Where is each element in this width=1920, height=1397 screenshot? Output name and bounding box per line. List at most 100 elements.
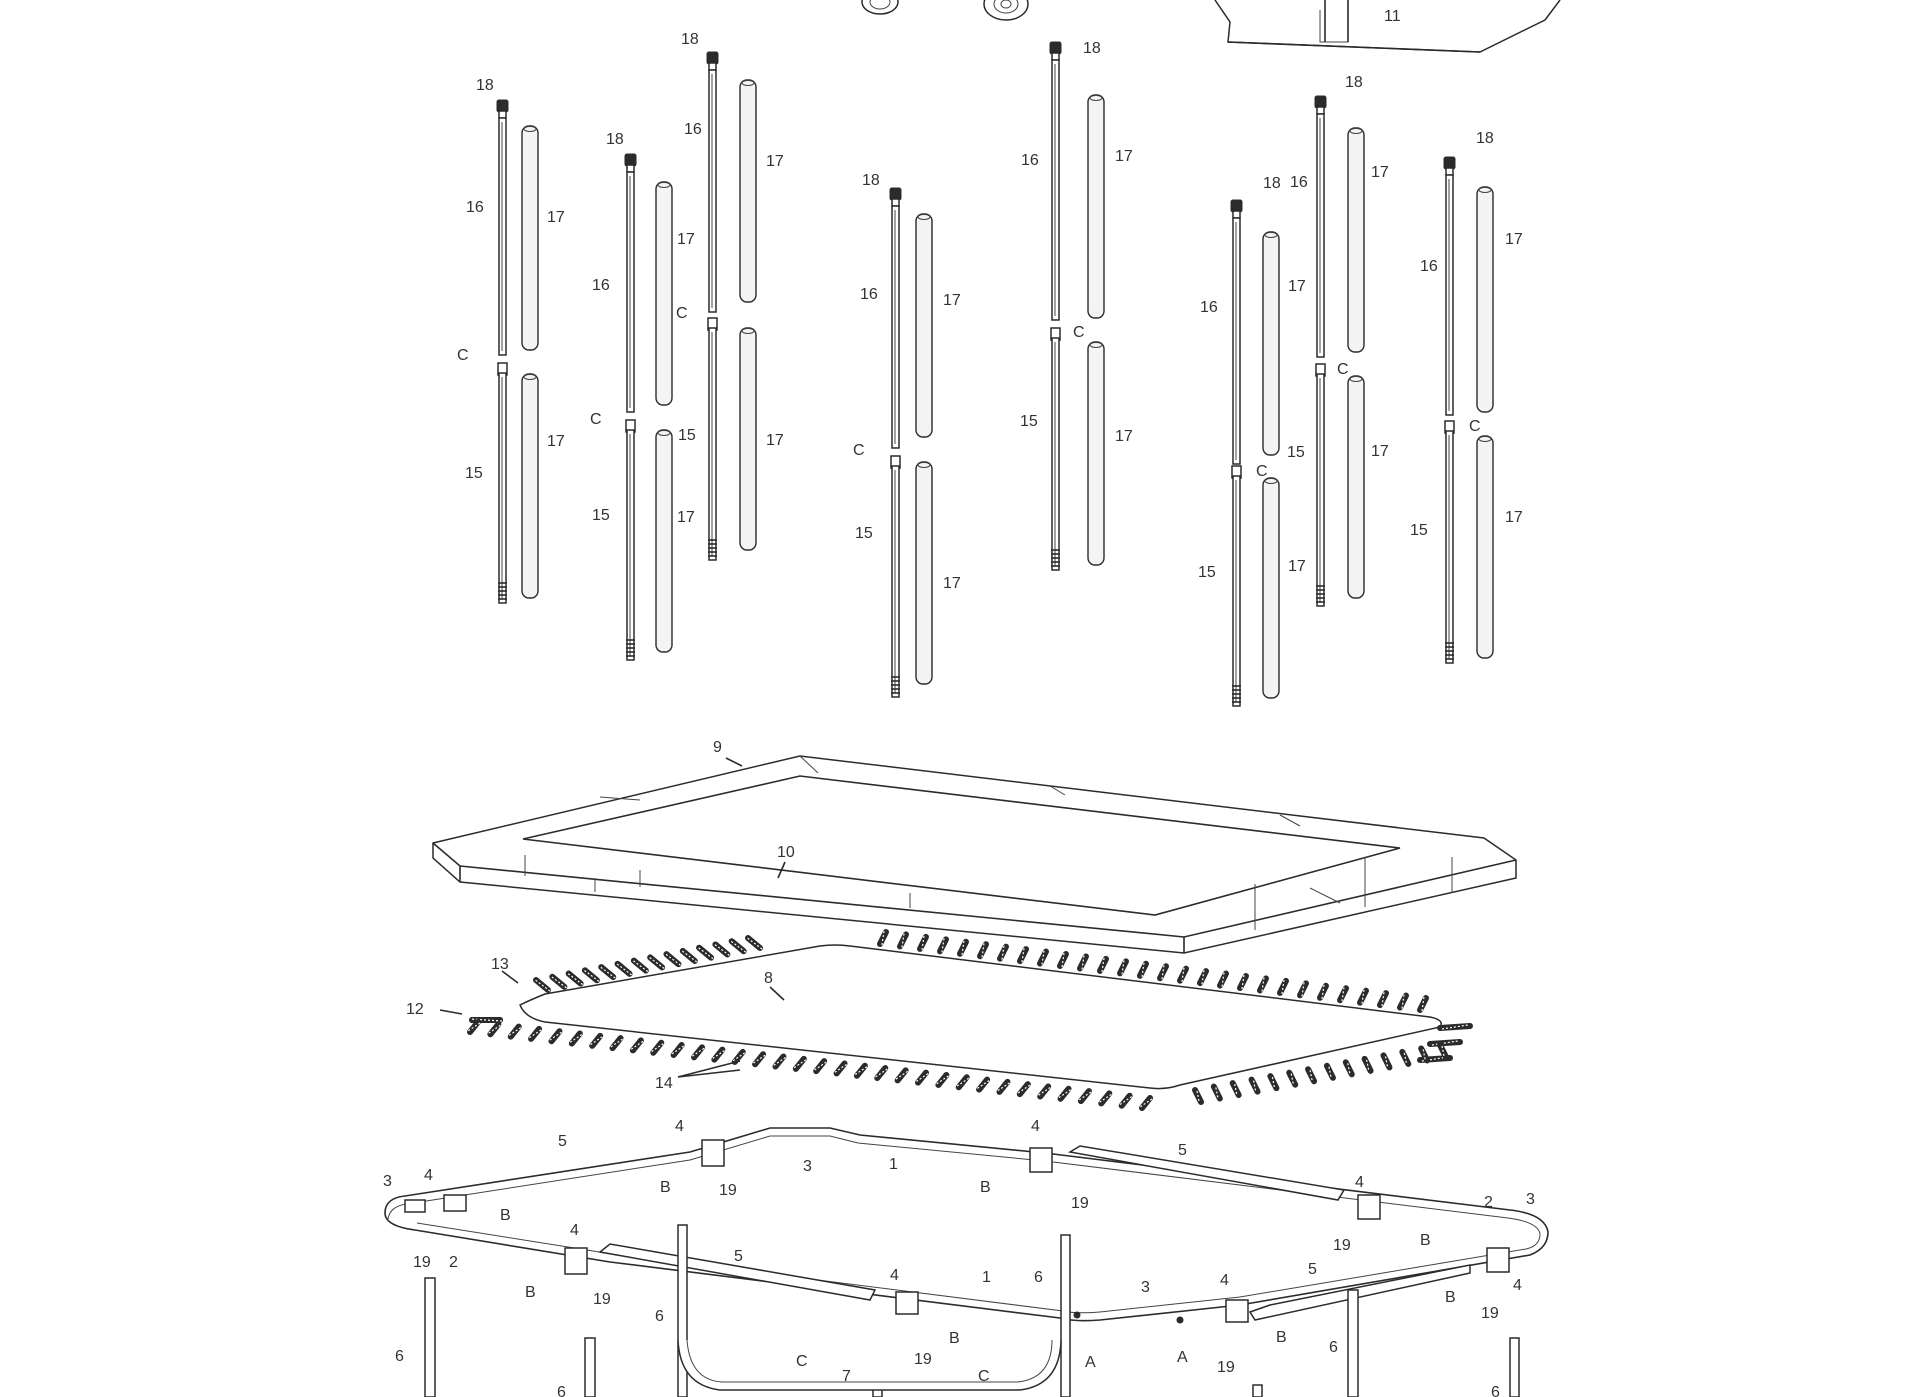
part-label: 16 (684, 121, 702, 138)
spring (996, 1078, 1011, 1095)
spring (1077, 1088, 1092, 1105)
part-label: 18 (1263, 175, 1281, 192)
part-label: 15 (592, 507, 610, 524)
part-label: 15 (465, 465, 483, 482)
part-label: 6 (655, 1308, 664, 1325)
spring (568, 1030, 583, 1047)
pole-thread (1316, 585, 1325, 603)
pole-thread (1051, 549, 1060, 567)
pole-thread (708, 539, 717, 557)
part-label: 17 (547, 433, 565, 450)
part-label: 15 (1287, 444, 1305, 461)
spring (1017, 946, 1029, 965)
part-label: 3 (1526, 1191, 1535, 1208)
part-label: 4 (675, 1118, 684, 1135)
part-label: 5 (558, 1133, 567, 1150)
spring (589, 1032, 604, 1049)
spring (1139, 1095, 1153, 1111)
spring (1197, 968, 1209, 987)
spring (1037, 948, 1049, 967)
part-label: B (1276, 1329, 1287, 1346)
part-label: 15 (678, 427, 696, 444)
pole-foam-upper (739, 79, 757, 303)
part-label: B (1445, 1289, 1456, 1306)
springs-top-left (533, 935, 763, 993)
part-label: 3 (803, 1158, 812, 1175)
spring (813, 1058, 828, 1075)
part-label: 15 (1410, 522, 1428, 539)
part-label: A (1085, 1354, 1096, 1371)
spring (877, 929, 889, 947)
part-label: 4 (890, 1267, 899, 1284)
part-label: 6 (557, 1384, 566, 1397)
part-label: 6 (395, 1348, 404, 1365)
spring (1137, 960, 1149, 979)
enclosure-poles-group (496, 41, 1494, 707)
spring (711, 1046, 726, 1063)
spring (731, 1048, 746, 1065)
pole-thread (498, 582, 507, 600)
spring (874, 1065, 889, 1082)
part-label: 15 (1198, 564, 1216, 581)
spring (1257, 975, 1269, 994)
part-label: 11 (1384, 8, 1401, 25)
part-label: C (676, 305, 688, 322)
spring (955, 1074, 970, 1091)
part-label: 18 (476, 77, 494, 94)
part-label: 5 (1178, 1142, 1187, 1159)
part-label: B (1420, 1232, 1431, 1249)
spring (1057, 951, 1069, 969)
part-label: C (1469, 418, 1481, 435)
part-label: 1 (982, 1269, 991, 1286)
pole-column (706, 51, 757, 561)
pole-foam-lower (915, 461, 933, 685)
part-label: 19 (1481, 1305, 1499, 1322)
storage-bag-part-11 (1214, 0, 1561, 53)
pole-cap (624, 153, 637, 173)
part-label: C (796, 1353, 808, 1370)
part-label: C (1256, 463, 1268, 480)
spring (1397, 992, 1409, 1011)
springs-bottom-left (467, 1019, 1153, 1111)
spring (1357, 987, 1369, 1006)
pole-cap (1443, 156, 1456, 176)
leader-lines (439, 757, 786, 1078)
part-label: 18 (862, 172, 880, 189)
part-label: 19 (914, 1351, 932, 1368)
part-label: B (980, 1179, 991, 1196)
part-labels: 1118181818181818181616161616161616171717… (383, 8, 1535, 1397)
part-label: 16 (466, 199, 484, 216)
part-label: 17 (1505, 231, 1523, 248)
spring (772, 1053, 787, 1070)
springs-left (469, 1017, 503, 1023)
spring (997, 943, 1009, 962)
pole-foam-lower (1087, 341, 1105, 566)
part-label: 7 (842, 1368, 851, 1385)
part-label: 17 (943, 292, 961, 309)
part-label: 18 (1476, 130, 1494, 147)
pole-thread (1232, 685, 1241, 703)
part-label: 16 (1200, 299, 1218, 316)
part-label: 18 (1083, 40, 1101, 57)
part-label: 17 (1115, 428, 1133, 445)
part-label: 17 (943, 575, 961, 592)
spring (935, 1071, 950, 1088)
pole-foam-upper (1087, 94, 1105, 319)
spring (833, 1060, 848, 1077)
pole-column (1230, 199, 1280, 707)
spring (691, 1044, 705, 1061)
part-label: 19 (413, 1254, 431, 1271)
part-label: 19 (1071, 1195, 1089, 1212)
pole-foam-lower (1476, 435, 1494, 659)
spring (1077, 953, 1089, 972)
part-label: 17 (1505, 509, 1523, 526)
part-label: 17 (1288, 278, 1306, 295)
part-label: 17 (1371, 164, 1389, 181)
spring (487, 1021, 502, 1038)
pole-foam-lower (521, 373, 539, 599)
part-label: 9 (713, 739, 722, 756)
part-label: 10 (777, 844, 795, 861)
part-label: 4 (570, 1222, 579, 1239)
spring (1097, 955, 1109, 974)
spring (1417, 995, 1429, 1013)
